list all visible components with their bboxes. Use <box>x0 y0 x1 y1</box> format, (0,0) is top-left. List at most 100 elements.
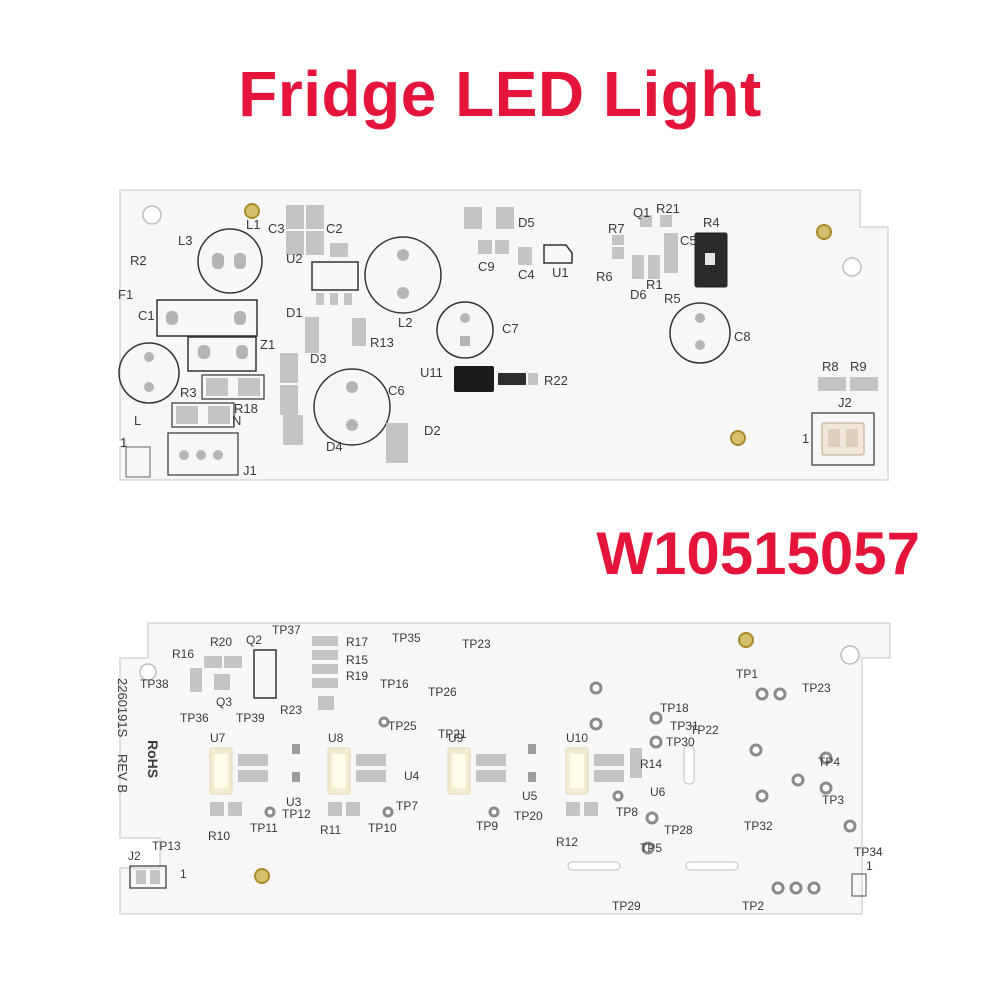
svg-text:C2: C2 <box>326 221 343 236</box>
mounting-hole <box>842 257 862 277</box>
svg-text:U9: U9 <box>448 731 464 745</box>
svg-text:TP37: TP37 <box>272 623 301 637</box>
svg-text:1: 1 <box>180 867 187 881</box>
capacitor-c7 <box>436 301 494 359</box>
svg-text:U6: U6 <box>650 785 666 799</box>
svg-text:R2: R2 <box>130 253 147 268</box>
transistor-q2 <box>253 649 277 699</box>
svg-text:TP34: TP34 <box>854 845 883 859</box>
svg-text:J2: J2 <box>838 395 852 410</box>
capacitor-c1 <box>156 299 258 337</box>
svg-text:TP4: TP4 <box>818 755 840 769</box>
svg-text:R12: R12 <box>556 835 578 849</box>
svg-text:TP18: TP18 <box>660 701 689 715</box>
inductor-l1 <box>197 228 263 294</box>
svg-text:C8: C8 <box>734 329 751 344</box>
resistor-marking: 100 <box>505 376 519 385</box>
ic-u1 <box>543 244 573 264</box>
board-revision: REV B <box>115 754 130 793</box>
svg-text:N: N <box>232 413 241 428</box>
led-u7 <box>209 744 300 795</box>
svg-text:TP7: TP7 <box>396 799 418 813</box>
capacitor-c8 <box>669 302 731 364</box>
svg-text:TP8: TP8 <box>616 805 638 819</box>
svg-text:U7: U7 <box>210 731 226 745</box>
svg-text:TP32: TP32 <box>744 819 773 833</box>
svg-text:R19: R19 <box>346 669 368 683</box>
connector-j1 <box>167 432 239 476</box>
svg-text:TP11: TP11 <box>250 821 278 835</box>
svg-text:R4: R4 <box>703 215 720 230</box>
bottom-pcb-board: R20 Q2 TP37 R17 TP35 TP23 R15 R19 TP16 T… <box>115 622 891 915</box>
svg-text:TP38: TP38 <box>140 677 169 691</box>
svg-text:TP16: TP16 <box>380 677 409 691</box>
svg-text:J1: J1 <box>243 463 257 478</box>
svg-text:TP26: TP26 <box>428 685 457 699</box>
svg-text:TP30: TP30 <box>666 735 695 749</box>
svg-text:TP20: TP20 <box>514 809 543 823</box>
svg-text:R17: R17 <box>346 635 368 649</box>
svg-text:TP25: TP25 <box>388 719 417 733</box>
svg-text:C7: C7 <box>502 321 519 336</box>
svg-text:R3: R3 <box>180 385 197 400</box>
svg-text:U5: U5 <box>522 789 538 803</box>
svg-text:R5: R5 <box>664 291 681 306</box>
svg-text:Q2: Q2 <box>246 633 262 647</box>
gold-pad <box>738 632 754 648</box>
svg-text:C6: C6 <box>388 383 405 398</box>
svg-text:Q1: Q1 <box>633 205 650 220</box>
mounting-hole <box>840 645 860 665</box>
svg-text:1: 1 <box>802 431 809 446</box>
svg-text:TP31: TP31 <box>670 719 699 733</box>
svg-text:R23: R23 <box>280 703 302 717</box>
svg-text:D5: D5 <box>518 215 535 230</box>
svg-text:F1: F1 <box>118 287 133 302</box>
svg-text:R1: R1 <box>646 277 663 292</box>
svg-text:U3: U3 <box>286 795 302 809</box>
svg-text:TP39: TP39 <box>236 711 265 725</box>
svg-text:TP9: TP9 <box>476 819 498 833</box>
svg-text:J2: J2 <box>128 849 141 863</box>
svg-text:TP10: TP10 <box>368 821 397 835</box>
diode-u11 <box>454 366 494 392</box>
svg-text:R13: R13 <box>370 335 394 350</box>
svg-text:TP1: TP1 <box>736 667 758 681</box>
svg-text:C9: C9 <box>478 259 495 274</box>
svg-text:R22: R22 <box>544 373 568 388</box>
svg-text:Q3: Q3 <box>216 695 232 709</box>
svg-text:TP28: TP28 <box>664 823 693 837</box>
svg-text:C1: C1 <box>138 308 155 323</box>
regulator-u2 <box>311 261 359 291</box>
svg-text:D1: D1 <box>286 305 303 320</box>
svg-text:D2: D2 <box>424 423 441 438</box>
svg-text:D3: D3 <box>310 351 327 366</box>
varistor-z1 <box>187 336 257 372</box>
mounting-hole <box>142 205 162 225</box>
svg-text:R21: R21 <box>656 201 680 216</box>
svg-text:L: L <box>134 413 141 428</box>
connector-j2-pads <box>129 865 167 889</box>
svg-text:TP13: TP13 <box>152 839 181 853</box>
svg-text:TP22: TP22 <box>690 723 719 737</box>
led-u10 <box>565 747 624 795</box>
led-u8 <box>327 747 386 795</box>
svg-text:L1: L1 <box>246 217 260 232</box>
mounting-hole <box>139 663 157 681</box>
svg-text:U1: U1 <box>552 265 569 280</box>
svg-text:C3: C3 <box>268 221 285 236</box>
svg-text:TP12: TP12 <box>282 807 311 821</box>
part-number: W10515057 <box>596 520 920 587</box>
svg-text:D6: D6 <box>630 287 647 302</box>
svg-text:TP23: TP23 <box>462 637 491 651</box>
gold-pad <box>730 430 746 446</box>
svg-text:U8: U8 <box>328 731 344 745</box>
svg-text:R10: R10 <box>208 829 230 843</box>
svg-text:U10: U10 <box>566 731 588 745</box>
board-code: 2260191S <box>115 678 130 738</box>
svg-text:R16: R16 <box>172 647 194 661</box>
svg-text:U2: U2 <box>286 251 303 266</box>
gold-pad <box>816 224 832 240</box>
svg-text:R18: R18 <box>234 401 258 416</box>
svg-text:R14: R14 <box>640 757 662 771</box>
svg-text:R15: R15 <box>346 653 368 667</box>
